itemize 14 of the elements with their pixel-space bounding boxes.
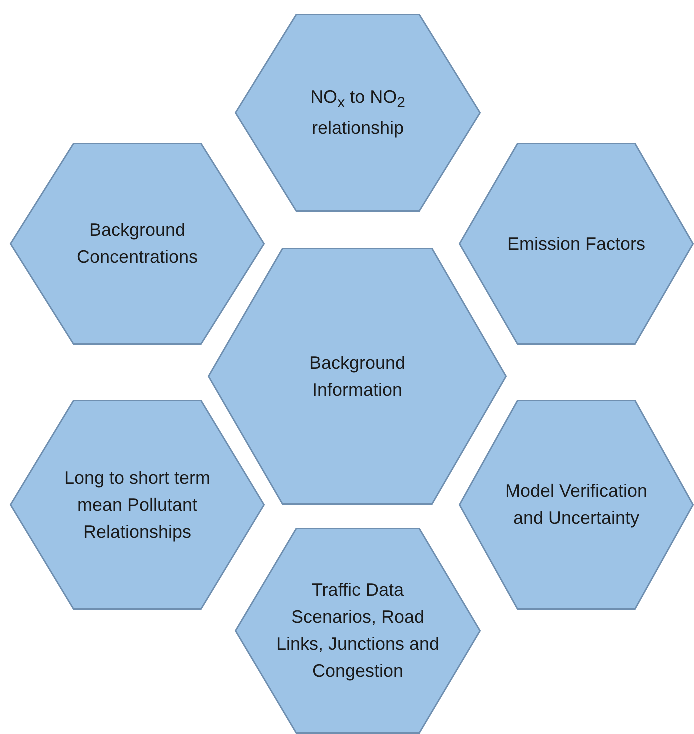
hexagon-shape — [208, 248, 507, 505]
hexagon-label: Emission Factors — [507, 232, 646, 256]
hexagon-shape — [10, 400, 265, 610]
hexagon-label: Model Verification and Uncertainty — [504, 480, 649, 530]
hexagon-label: Background Information — [308, 352, 407, 402]
hexagon-label: Long to short term mean Pollutant Relationships — [63, 466, 212, 544]
hexagon-label: Traffic Data Scenarios, Road Links, Junctions and Congestion — [276, 579, 440, 683]
hexagon-label: Background Concentrations — [76, 219, 200, 269]
hexagon-shape — [459, 400, 694, 610]
hexagon-shape — [235, 14, 481, 212]
hexagon-shape — [10, 143, 265, 345]
hexagon-shape — [235, 528, 481, 734]
hexagon-label: NO$_{x}$ to NO$_{2}$ relationship — [310, 86, 406, 140]
hexagon-shape — [459, 143, 694, 345]
